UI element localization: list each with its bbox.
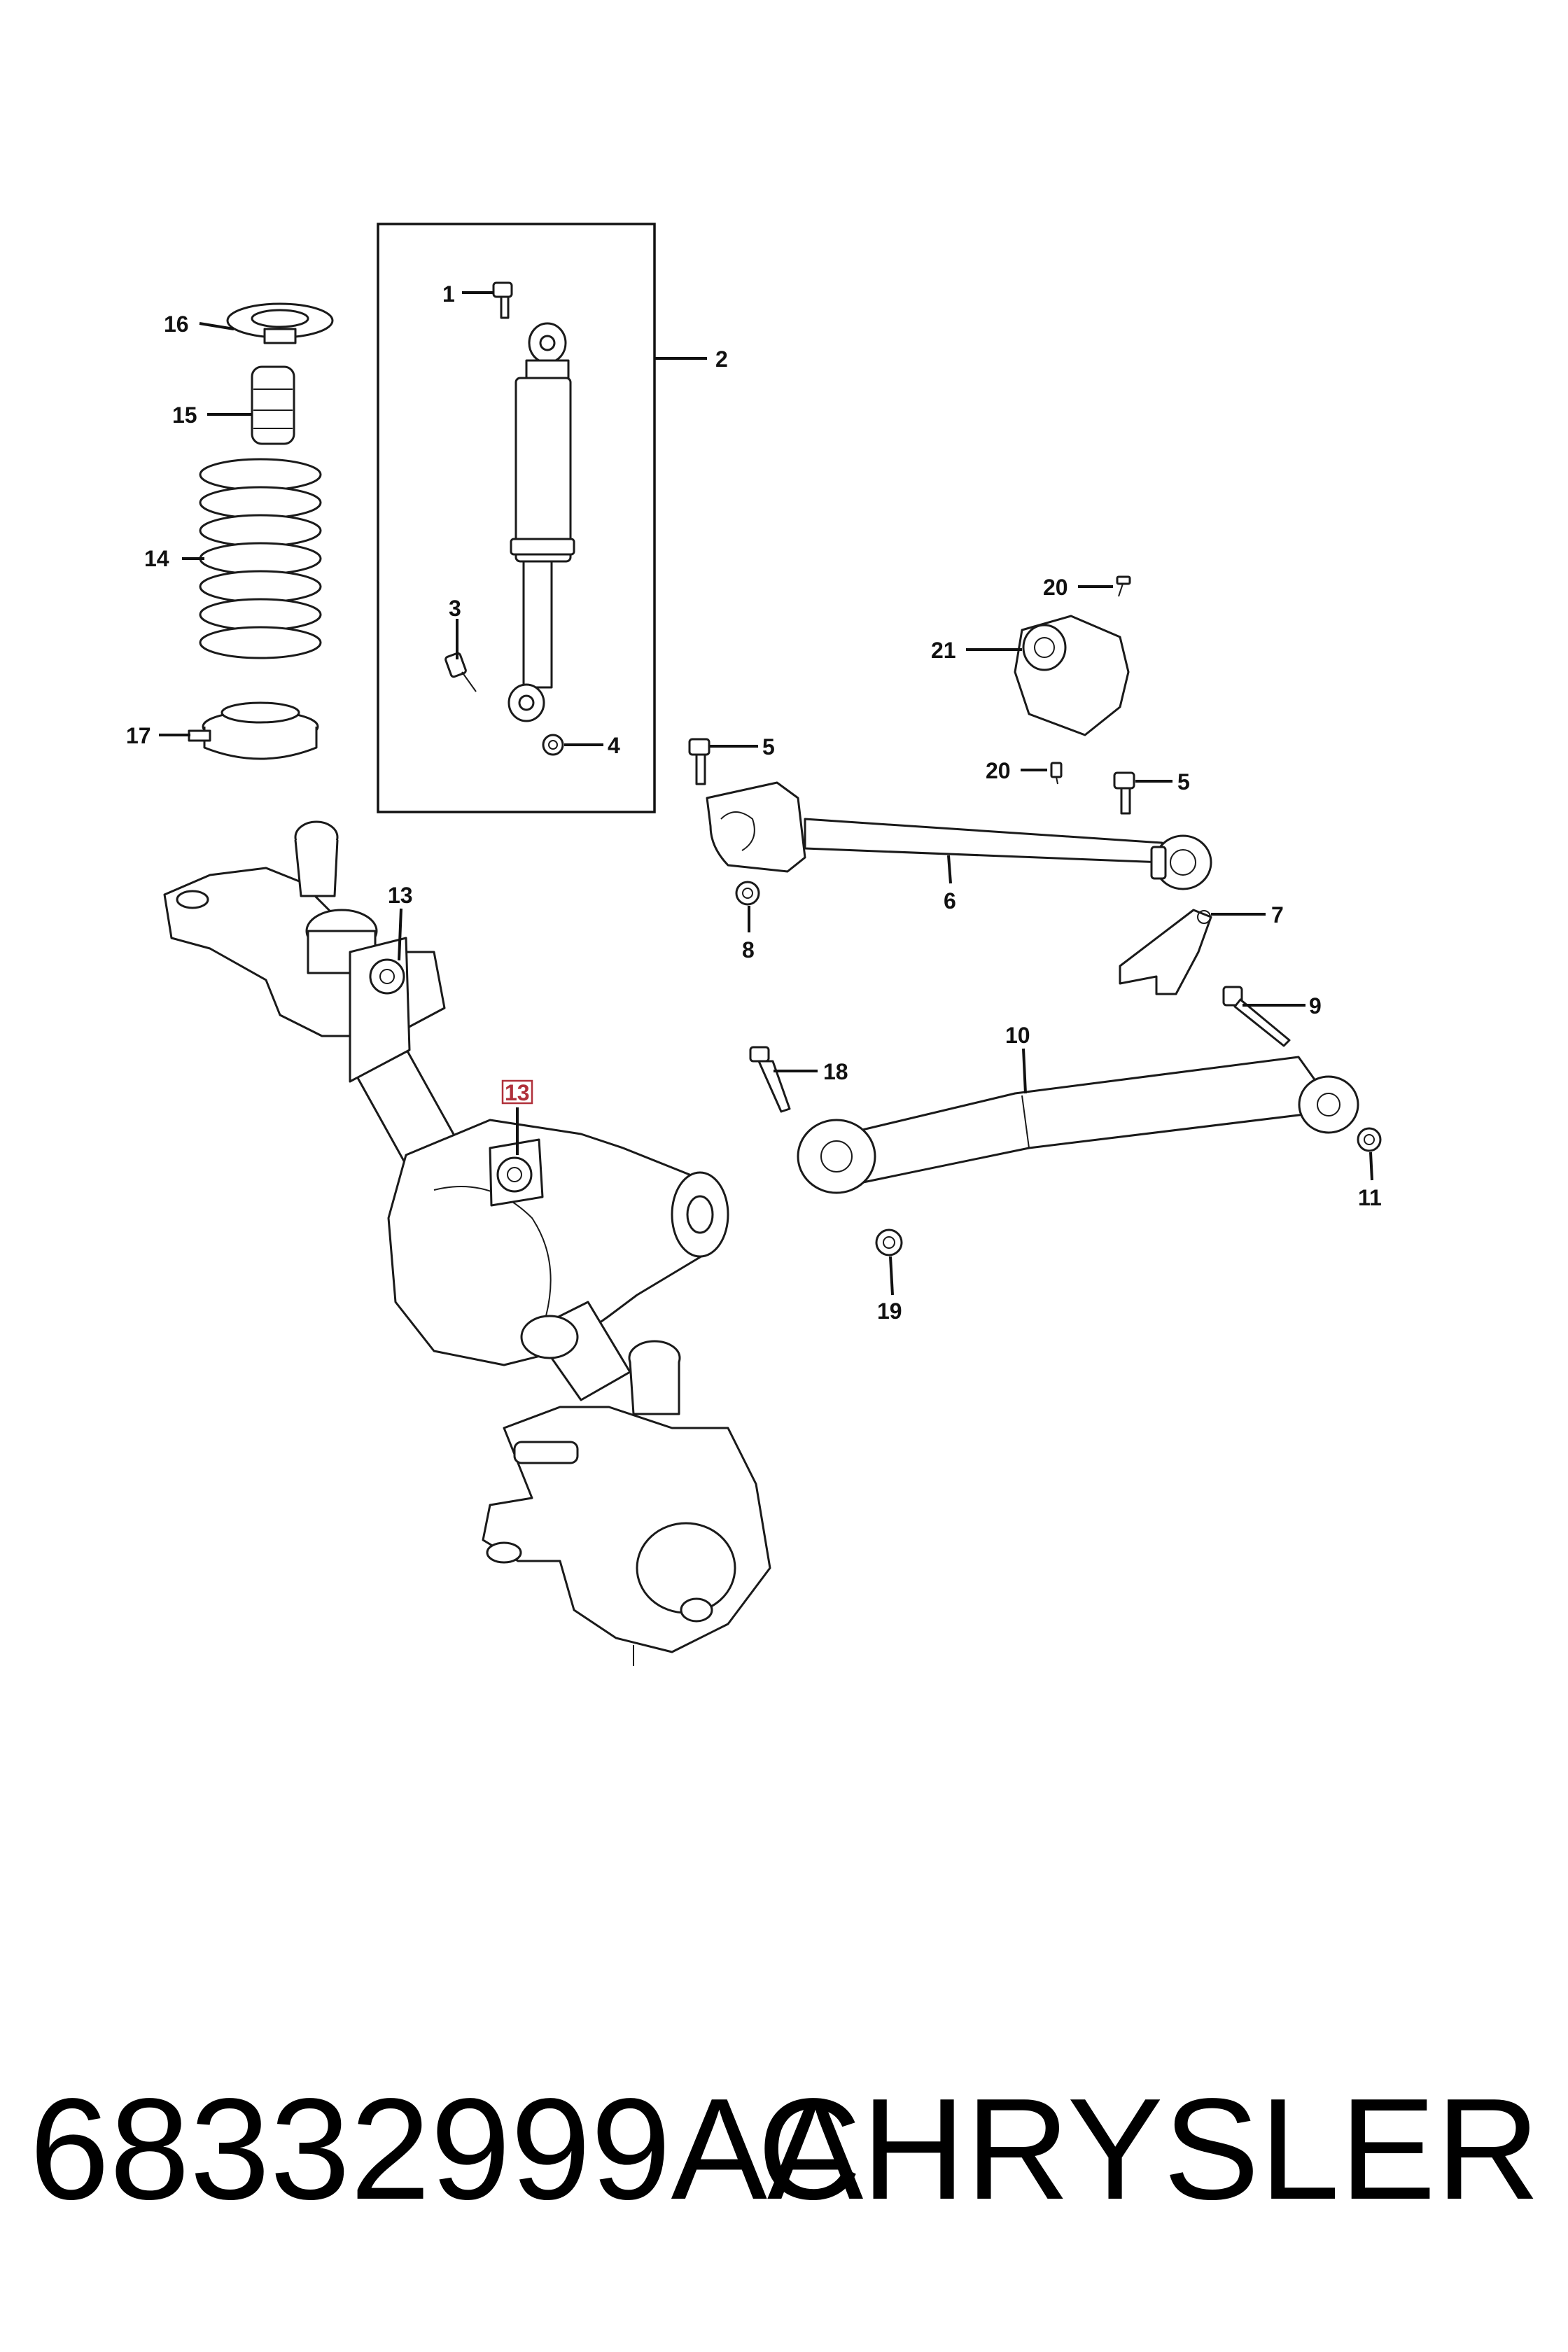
callout-18: 18 [823, 1059, 848, 1084]
callout-5a: 5 [762, 734, 775, 760]
lower-arm-rear-nut [1357, 1127, 1382, 1152]
callout-16: 16 [164, 312, 189, 337]
leader-16 [199, 322, 234, 330]
callout-7: 7 [1271, 902, 1284, 927]
shock-lower-nut [542, 734, 564, 756]
callout-20b: 20 [986, 758, 1011, 783]
callout-20a: 20 [1043, 575, 1068, 600]
callout-13a: 13 [388, 883, 413, 908]
callout-17: 17 [126, 723, 151, 748]
callout-2: 2 [715, 346, 728, 372]
callout-5b: 5 [1177, 769, 1190, 794]
part-number: 68332999AA [29, 2068, 864, 2230]
lower-arm-bolt [1222, 986, 1291, 1047]
coil-spring [199, 458, 322, 659]
callout-3: 3 [449, 596, 461, 621]
callout-6: 6 [944, 888, 956, 913]
callout-11: 11 [1358, 1185, 1382, 1210]
suspension-exploded-diagram: 1 2 3 4 5 5 6 7 8 9 10 11 13 13 14 15 16… [126, 223, 1382, 1666]
leader-13a [398, 908, 402, 961]
callout-1: 1 [442, 281, 455, 307]
upper-arm-bolt-b [1113, 771, 1135, 815]
axle-assembly [163, 820, 771, 1666]
shock-absorber [507, 322, 575, 722]
lower-control-arm [797, 1056, 1359, 1194]
highlight-box-13 [501, 1079, 533, 1105]
bracket-screw-b [1050, 762, 1063, 785]
frame-bracket [1119, 909, 1212, 995]
upper-spring-isolator [226, 302, 334, 344]
leader-11 [1369, 1152, 1373, 1181]
lower-arm-front-nut [875, 1228, 903, 1256]
upper-arm-bolt-a [688, 738, 710, 785]
leader-6 [947, 855, 952, 884]
callout-13b: 13 [505, 1080, 530, 1105]
callout-19: 19 [877, 1298, 902, 1324]
brand-name: CHRYSLER [757, 2068, 1540, 2230]
callout-10: 10 [1005, 1023, 1030, 1048]
upper-arm-nut [735, 881, 760, 906]
leader-19 [889, 1256, 894, 1296]
callout-4: 4 [608, 733, 620, 758]
axle-bracket [1014, 615, 1130, 736]
callout-9: 9 [1309, 993, 1322, 1018]
shock-group-box [377, 223, 656, 813]
bracket-screw-a [1116, 575, 1131, 597]
shock-lower-bolt [444, 652, 477, 692]
callout-14: 14 [144, 546, 169, 571]
upper-control-arm [706, 781, 1212, 890]
callout-8: 8 [742, 937, 755, 962]
leader-10 [1022, 1048, 1027, 1094]
lower-spring-isolator [188, 701, 319, 760]
lower-arm-front-bolt [749, 1046, 791, 1113]
callout-21: 21 [931, 638, 956, 663]
callout-15: 15 [172, 402, 197, 428]
jounce-bumper [251, 365, 295, 445]
shock-upper-bolt [492, 281, 513, 319]
